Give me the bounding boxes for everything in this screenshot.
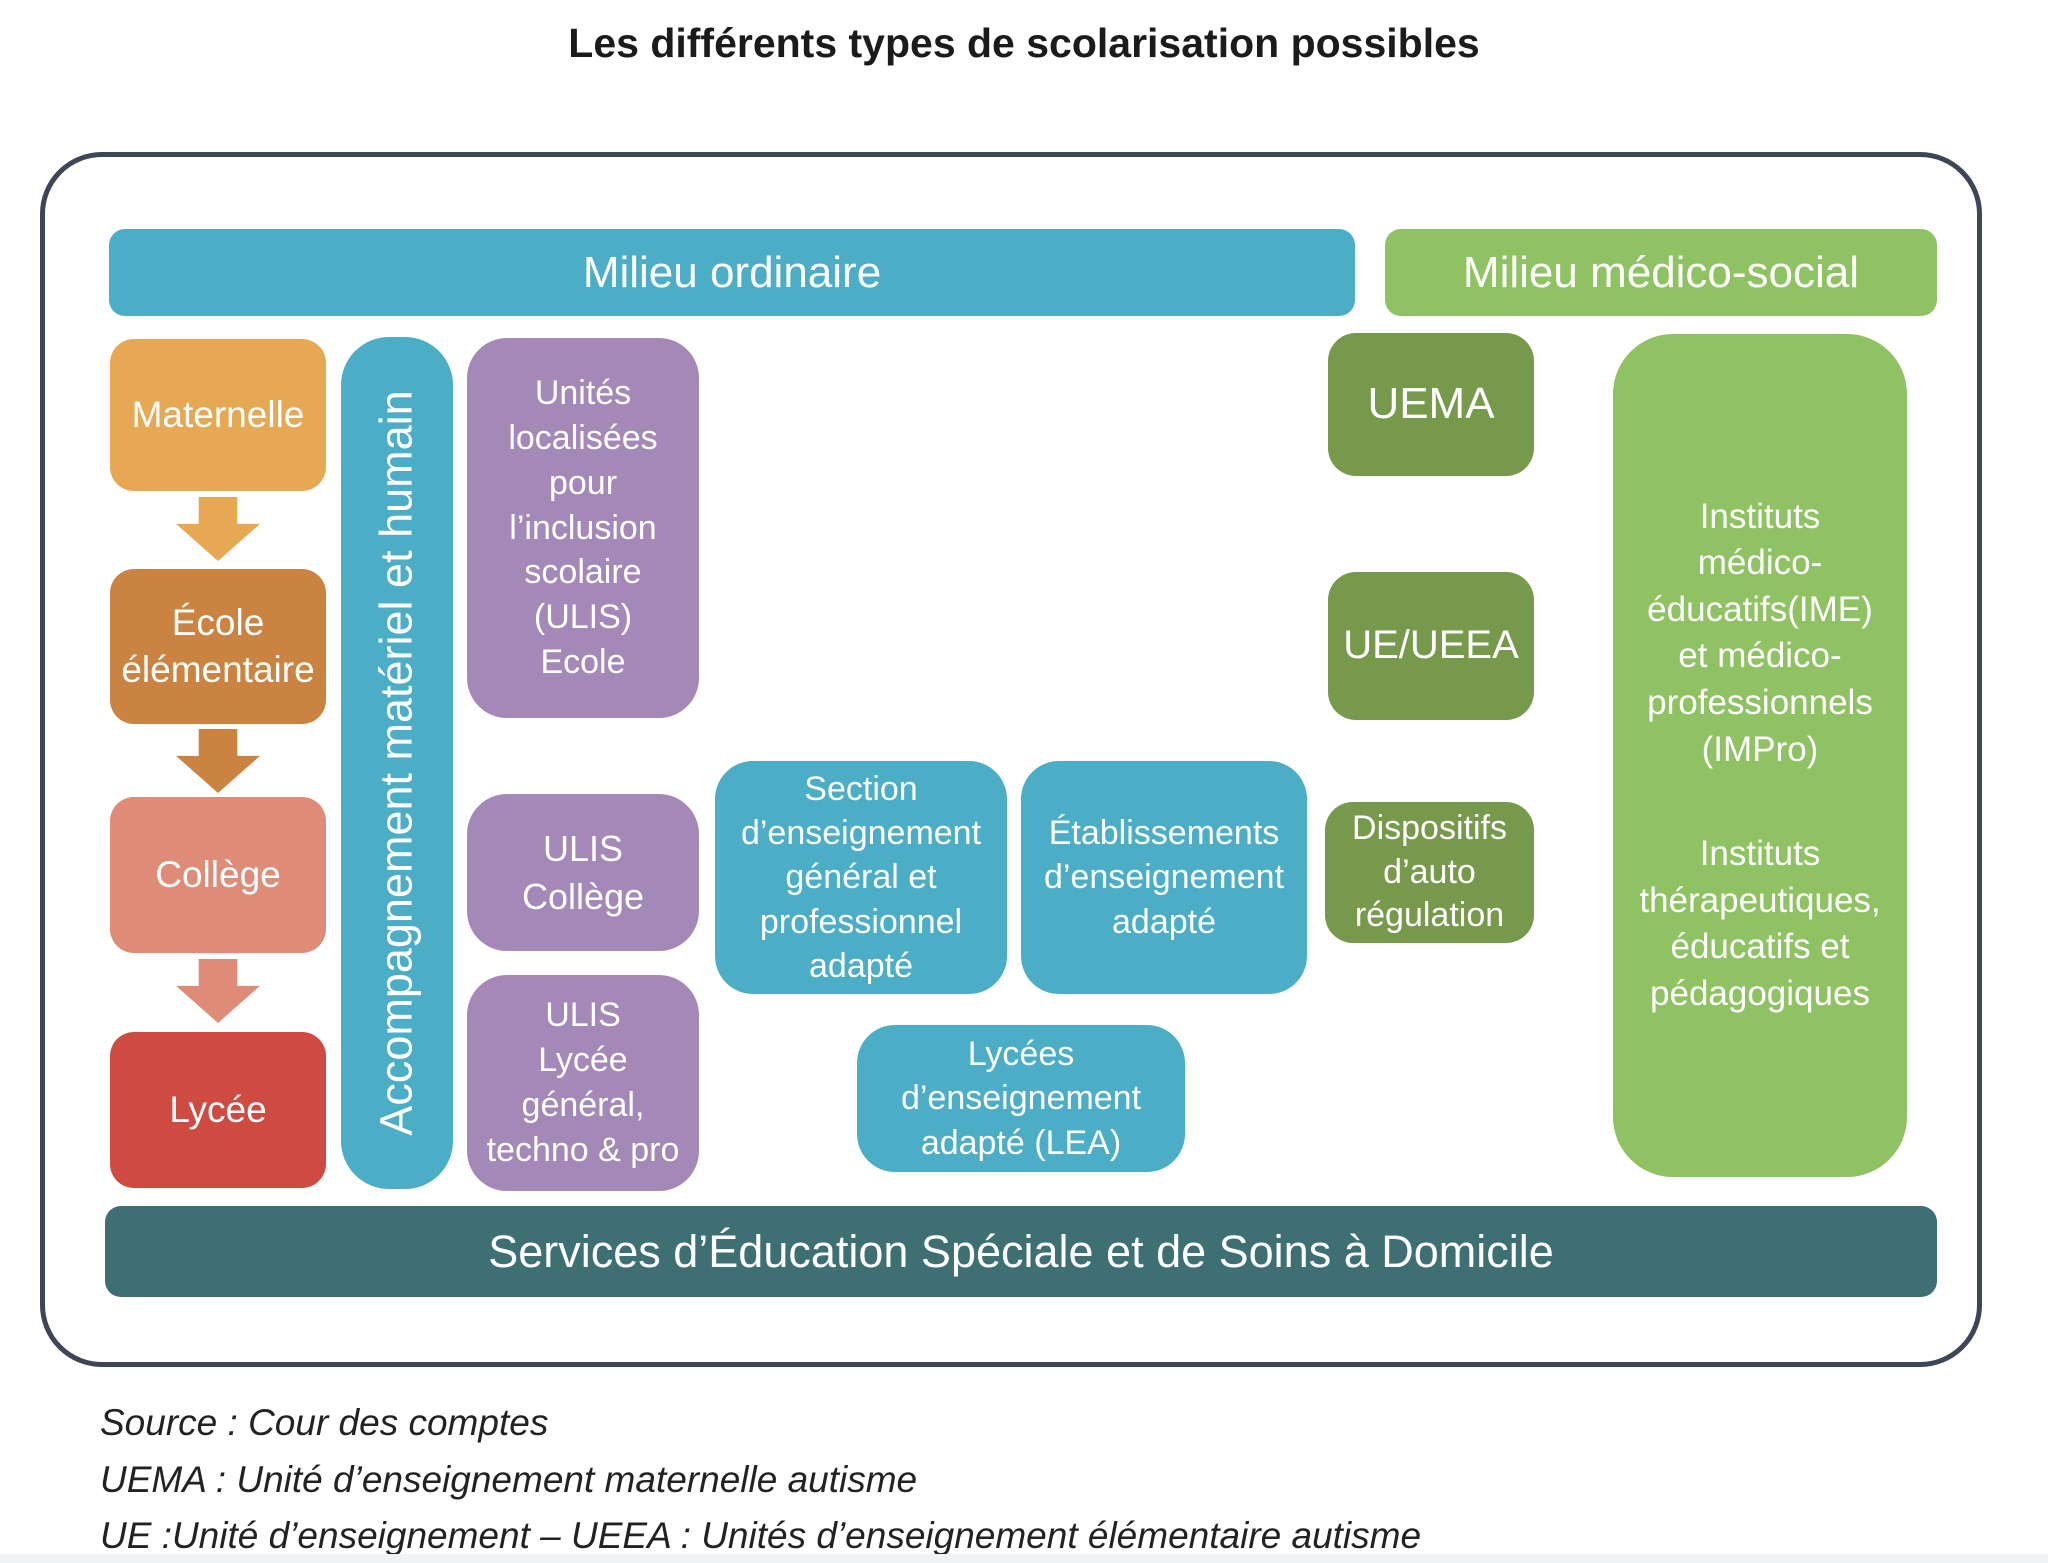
box-ulis-college: ULIS Collège (467, 794, 699, 951)
down-arrow-icon (176, 959, 260, 1023)
box-college: Collège (110, 797, 326, 953)
footnote-ue-ueea: UE :Unité d’enseignement – UEEA : Unités… (100, 1515, 1422, 1557)
bottom-edge-strip (0, 1554, 2048, 1563)
footnotes: Source : Cour des comptes UEMA : Unité d… (100, 1395, 1421, 1563)
box-ecole-elementaire: École élémentaire (110, 569, 326, 724)
box-ulis-lycee: ULIS Lycée général, techno & pro (467, 975, 699, 1191)
diagram-frame: Milieu ordinaire Milieu médico-social Ma… (40, 152, 1982, 1367)
footnote-source: Source : Cour des comptes (100, 1402, 549, 1443)
box-erea: Établissements d’enseignement adapté (1021, 761, 1307, 994)
header-milieu-ordinaire: Milieu ordinaire (109, 229, 1355, 316)
box-segpa: Section d’enseignement général et profes… (715, 761, 1007, 994)
box-maternelle: Maternelle (110, 339, 326, 491)
bar-accompagnement-label: Accompagnement matériel et humain (371, 390, 423, 1136)
box-instituts: Instituts médico- éducatifs(IME) et médi… (1613, 334, 1907, 1177)
paragraph-ime-impro: Instituts médico- éducatifs(IME) et médi… (1647, 496, 1873, 769)
box-dispositifs-auto-regulation: Dispositifs d’auto régulation (1325, 802, 1534, 943)
paragraph-itep: Instituts thérapeutiques, éducatifs et p… (1639, 834, 1881, 1013)
box-ulis-ecole: Unités localisées pour l’inclusion scola… (467, 338, 699, 718)
box-uema: UEMA (1328, 333, 1534, 476)
box-lea: Lycées d’enseignement adapté (LEA) (857, 1025, 1185, 1172)
down-arrow-icon (176, 497, 260, 561)
header-milieu-medico-social: Milieu médico-social (1385, 229, 1937, 316)
footnote-uema: UEMA : Unité d’enseignement maternelle a… (100, 1458, 918, 1500)
box-ue-ueea: UE/UEEA (1328, 572, 1534, 720)
page-title: Les différents types de scolarisation po… (568, 20, 1480, 66)
bar-sessad: Services d’Éducation Spéciale et de Soin… (105, 1206, 1937, 1297)
down-arrow-icon (176, 729, 260, 793)
bar-accompagnement: Accompagnement matériel et humain (341, 337, 453, 1189)
box-lycee: Lycée (110, 1032, 326, 1188)
